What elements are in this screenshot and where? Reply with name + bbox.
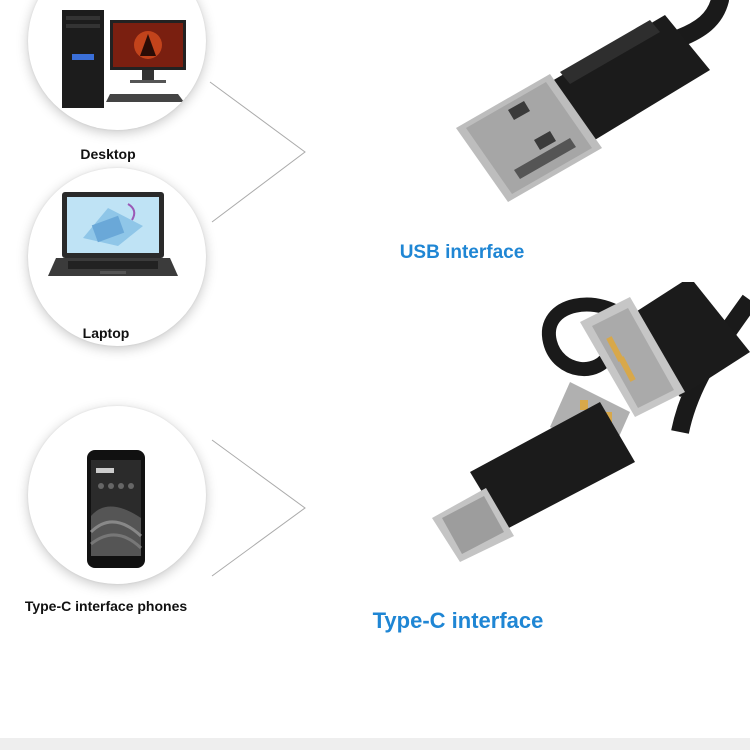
connector-line-typec [211,439,306,577]
device-label-desktop: Desktop [80,146,136,162]
usb-connector-icon [456,0,729,202]
laptop-icon [48,192,178,276]
smartphone-icon [87,450,145,568]
connector-line-usb [209,81,306,223]
device-circle-desktop [28,0,206,130]
device-label-laptop: Laptop [82,325,130,341]
device-circle-phone [28,406,206,584]
interface-label-typec: Type-C interface [372,608,544,633]
device-label-phone: Type-C interface phones [24,598,188,614]
device-circle-laptop [28,168,206,346]
type-c-connector-icon [432,282,750,562]
footer-band [0,738,750,750]
interface-label-usb: USB interface [399,242,525,263]
desktop-computer-icon [62,10,195,108]
